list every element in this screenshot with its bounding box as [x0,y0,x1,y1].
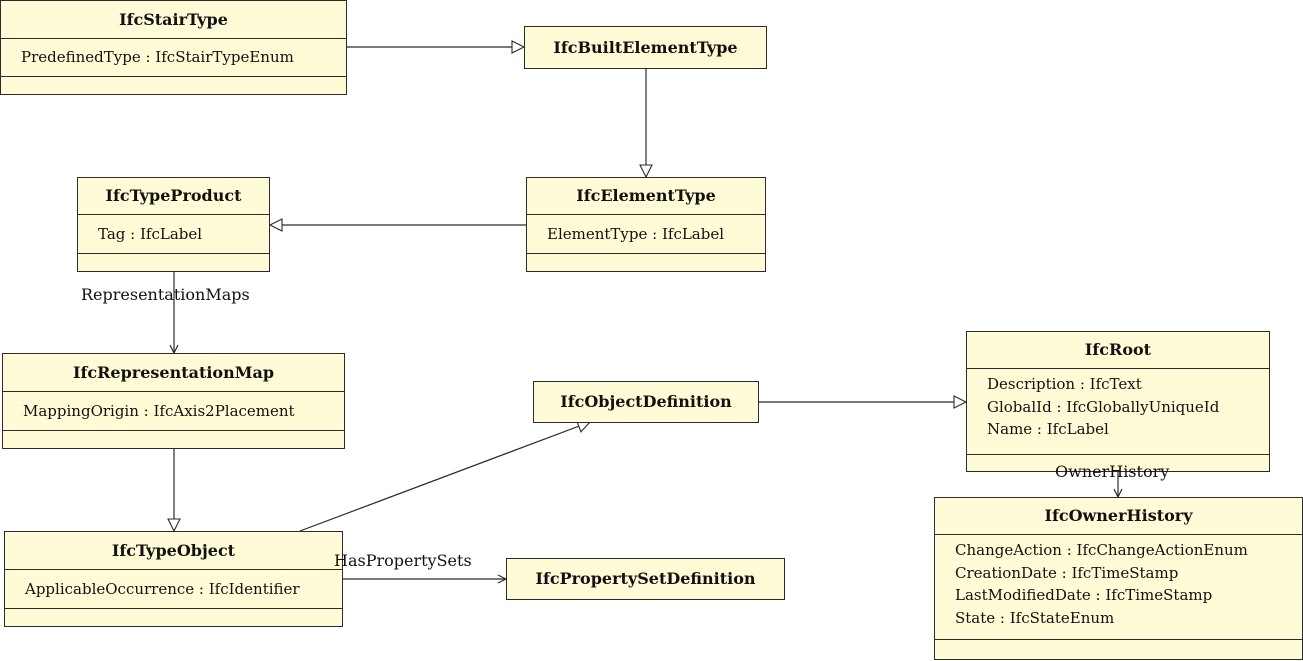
operation-section [967,454,1269,471]
class-name: IfcRoot [1084,340,1152,359]
attribute: Description : IfcText [987,375,1142,393]
class-ifctypeproduct[interactable]: IfcTypeProduct Tag : IfcLabel [77,177,270,272]
class-ifcelementtype[interactable]: IfcElementType ElementType : IfcLabel [526,177,766,272]
class-name: IfcTypeProduct [105,186,242,205]
attribute: CreationDate : IfcTimeStamp [955,563,1179,582]
class-ifcobjectdefinition[interactable]: IfcObjectDefinition [533,381,759,423]
class-name: IfcOwnerHistory [1044,506,1193,525]
class-name: IfcPropertySetDefinition [535,569,756,588]
attribute-section: PredefinedType : IfcStairTypeEnum [1,38,346,76]
association-label-haspropertysets: HasPropertySets [334,551,472,570]
class-ifcstairtype[interactable]: IfcStairType PredefinedType : IfcStairTy… [0,0,347,95]
attribute: ElementType : IfcLabel [547,225,725,243]
attribute: LastModifiedDate : IfcTimeStamp [955,586,1213,604]
class-ifcroot[interactable]: IfcRoot Description : IfcText GlobalId :… [966,331,1270,472]
class-ifcpropertysetdefinition[interactable]: IfcPropertySetDefinition [506,558,785,600]
operation-section [1,76,346,96]
association-label-ownerhistory: OwnerHistory [1055,462,1170,481]
attribute-section: Tag : IfcLabel [78,214,269,253]
class-ifcrepresentationmap[interactable]: IfcRepresentationMap MappingOrigin : Ifc… [2,353,345,449]
operation-section [78,253,269,271]
attribute: Name : IfcLabel [987,420,1109,438]
attribute: Tag : IfcLabel [98,225,203,243]
class-name: IfcRepresentationMap [73,363,274,382]
operation-section [3,430,344,448]
class-name: IfcStairType [119,10,228,29]
class-ifcbuiltelementtype[interactable]: IfcBuiltElementType [524,26,767,69]
attribute: State : IfcStateEnum [955,608,1115,627]
association-label-representationmaps: RepresentationMaps [81,285,250,304]
class-ifcownerhistory[interactable]: IfcOwnerHistory ChangeAction : IfcChange… [934,497,1303,660]
class-name: IfcBuiltElementType [553,38,738,57]
attribute: MappingOrigin : IfcAxis2Placement [23,402,295,420]
class-name: IfcElementType [576,186,716,205]
attribute-section: ChangeAction : IfcChangeActionEnum Creat… [935,534,1302,639]
attribute-section: ElementType : IfcLabel [527,214,765,253]
attribute: ApplicableOccurrence : IfcIdentifier [25,580,300,598]
operation-section [935,639,1302,659]
attribute: ChangeAction : IfcChangeActionEnum [955,541,1248,559]
operation-section [527,253,765,271]
class-ifctypeobject[interactable]: IfcTypeObject ApplicableOccurrence : Ifc… [4,531,343,627]
attribute-section: MappingOrigin : IfcAxis2Placement [3,391,344,430]
attribute-section: Description : IfcText GlobalId : IfcGlob… [967,368,1269,454]
class-name: IfcTypeObject [111,541,236,560]
attribute-section: ApplicableOccurrence : IfcIdentifier [5,569,342,608]
attribute: PredefinedType : IfcStairTypeEnum [21,48,294,66]
attribute: GlobalId : IfcGloballyUniqueId [987,397,1220,416]
class-name: IfcObjectDefinition [560,392,732,411]
generalization-typeobject-objectdefinition [299,422,590,532]
operation-section [5,608,342,626]
